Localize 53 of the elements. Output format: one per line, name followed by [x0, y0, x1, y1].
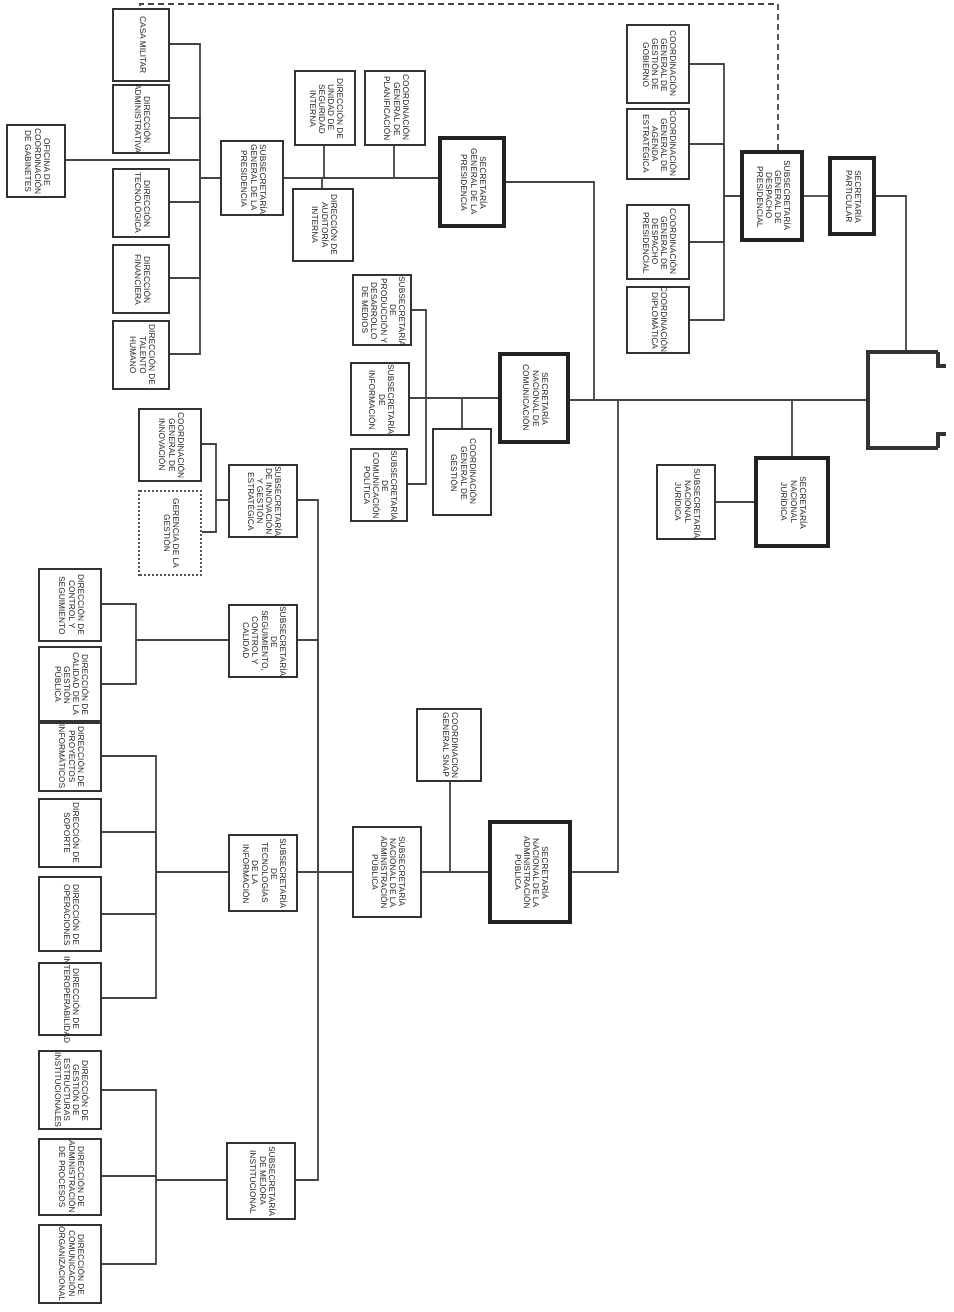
unit-box [350, 362, 410, 436]
unit-box [488, 820, 572, 924]
unit-box [416, 708, 482, 782]
unit-box [112, 320, 170, 390]
unit-box [656, 464, 716, 540]
unit-box [432, 428, 492, 516]
connector-line [101, 1179, 227, 1265]
unit-box [352, 826, 422, 918]
unit-box [38, 568, 102, 642]
unit-box [350, 448, 408, 522]
unit-box [228, 604, 298, 678]
unit-box [364, 70, 426, 146]
connector-line [295, 871, 353, 1181]
unit-box [220, 140, 284, 216]
connector-line [101, 639, 229, 685]
unit-box [38, 876, 102, 952]
unit-box [438, 136, 506, 228]
connector-line [715, 501, 755, 503]
unit-box [38, 1224, 102, 1304]
bracket-box [866, 350, 950, 450]
unit-box [38, 1050, 102, 1130]
connector-line [689, 195, 741, 321]
connector-line [461, 397, 499, 429]
unit-box [112, 244, 170, 314]
unit-box [6, 124, 66, 198]
unit-box [112, 168, 170, 238]
unit-box [226, 1142, 296, 1220]
connector-line [803, 195, 829, 197]
unit-box [38, 722, 102, 792]
unit-box [138, 408, 202, 482]
unit-box [38, 1138, 102, 1216]
unit-box [38, 798, 102, 868]
unit-box [112, 8, 170, 82]
unit-box [294, 70, 356, 146]
connector-line [201, 499, 229, 533]
unit-box [828, 156, 876, 236]
unit-box [292, 188, 354, 262]
unit-box [228, 464, 298, 538]
unit-box [626, 24, 690, 104]
connector-line [421, 871, 489, 873]
unit-box [38, 646, 102, 722]
unit-box [498, 352, 570, 444]
connector-line [875, 195, 907, 351]
dotted-unit-box [138, 490, 202, 576]
unit-box [228, 834, 298, 912]
unit-box [112, 84, 170, 154]
unit-box [626, 204, 690, 280]
connector-line [101, 871, 229, 999]
dashed-connector [139, 3, 779, 151]
connector-line [283, 177, 439, 179]
unit-box [626, 108, 690, 180]
unit-box [754, 456, 830, 548]
unit-box [740, 150, 804, 242]
